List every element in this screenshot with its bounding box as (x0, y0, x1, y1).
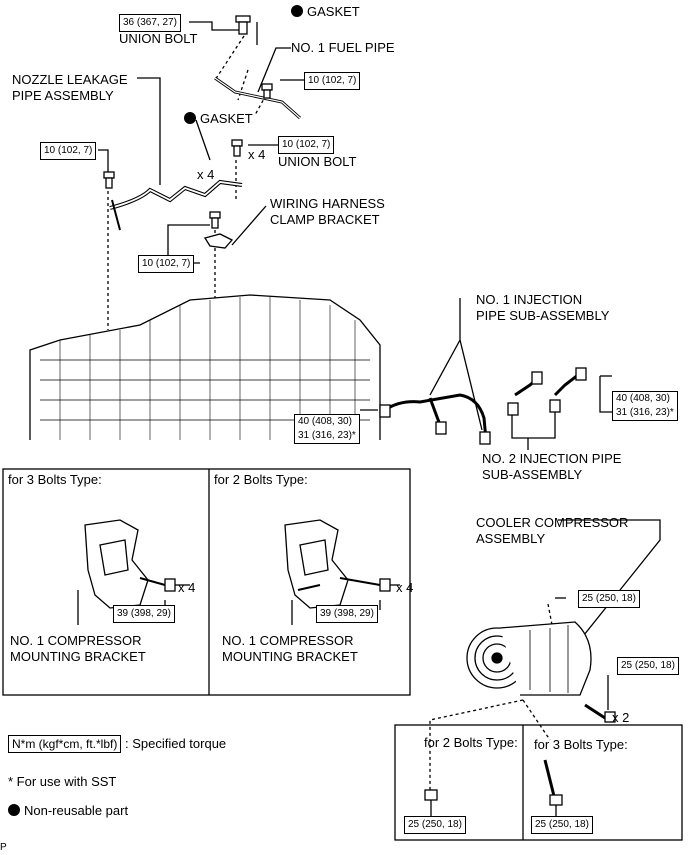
x4-mid-label: x 4 (197, 167, 215, 182)
torque-39-right: 39 (398, 29) (316, 605, 378, 623)
inj2-label-1: NO. 2 INJECTION PIPE (482, 451, 622, 466)
torque-39-left: 39 (398, 29) (113, 605, 175, 623)
legend-torque-box: N*m (kgf*cm, ft.*lbf) (8, 735, 122, 753)
union-bolt-top-label: UNION BOLT (119, 31, 198, 46)
torque-10-clamp: 10 (102, 7) (138, 255, 195, 273)
union-bolt-mid-label: UNION BOLT (278, 154, 357, 169)
bolts2-label: for 2 Bolts Type: (214, 472, 308, 487)
bracket-right-label-1: NO. 1 COMPRESSOR (222, 633, 354, 648)
torque-25-top: 25 (250, 18) (578, 590, 640, 608)
x4-left-label: x 4 (178, 580, 196, 595)
torque-25-sub2: 25 (250, 18) (404, 816, 466, 834)
legend-torque-text: : Specified torque (124, 736, 227, 751)
gasket-top-label: GASKET (291, 4, 360, 19)
torque-36: 36 (367, 27) (119, 14, 181, 32)
gasket-mid-label: GASKET (184, 111, 253, 126)
sub-bolts3-label: for 3 Bolts Type: (534, 737, 628, 752)
torque-10-union: 10 (102, 7) (278, 136, 335, 154)
legend-nonreusable: Non-reusable part (8, 803, 128, 818)
compressor-label-2: ASSEMBLY (476, 531, 546, 546)
non-reusable-icon (184, 112, 196, 124)
compressor-label-1: COOLER COMPRESSOR (476, 515, 629, 530)
bracket-right-label-2: MOUNTING BRACKET (222, 649, 358, 664)
inj1-label-2: PIPE SUB-ASSEMBLY (476, 308, 610, 323)
inj1-label-1: NO. 1 INJECTION (476, 292, 583, 307)
fuel-pipe-label: NO. 1 FUEL PIPE (291, 40, 395, 55)
torque-10-left: 10 (102, 7) (40, 142, 97, 160)
torque-25-right: 25 (250, 18) (617, 657, 679, 675)
torque-10-fuel: 10 (102, 7) (304, 72, 361, 90)
x4-union-label: x 4 (248, 147, 266, 162)
bracket-left-label-1: NO. 1 COMPRESSOR (10, 633, 142, 648)
bolts3-label: for 3 Bolts Type: (8, 472, 102, 487)
wiring-label-1: WIRING HARNESS (270, 196, 385, 211)
torque-25-sub3: 25 (250, 18) (531, 816, 593, 834)
x4-right-label: x 4 (396, 580, 414, 595)
x2-label: x 2 (612, 710, 630, 725)
wiring-label-2: CLAMP BRACKET (270, 212, 380, 227)
non-reusable-icon (8, 804, 20, 816)
legend-torque: N*m (kgf*cm, ft.*lbf) : Specified torque (8, 735, 226, 753)
footer-code: P (0, 842, 7, 853)
legend-sst: * For use with SST (8, 774, 117, 789)
inj2-label-2: SUB-ASSEMBLY (482, 467, 583, 482)
torque-40-right: 40 (408, 30)31 (316, 23)* (612, 391, 678, 421)
torque-40-left: 40 (408, 30)31 (316, 23)* (294, 414, 360, 444)
sub-bolts2-label: for 2 Bolts Type: (424, 735, 518, 750)
bracket-left-label-2: MOUNTING BRACKET (10, 649, 146, 664)
nozzle-leak-label-2: PIPE ASSEMBLY (12, 88, 114, 103)
non-reusable-icon (291, 5, 303, 17)
nozzle-leak-label-1: NOZZLE LEAKAGE (12, 72, 128, 87)
